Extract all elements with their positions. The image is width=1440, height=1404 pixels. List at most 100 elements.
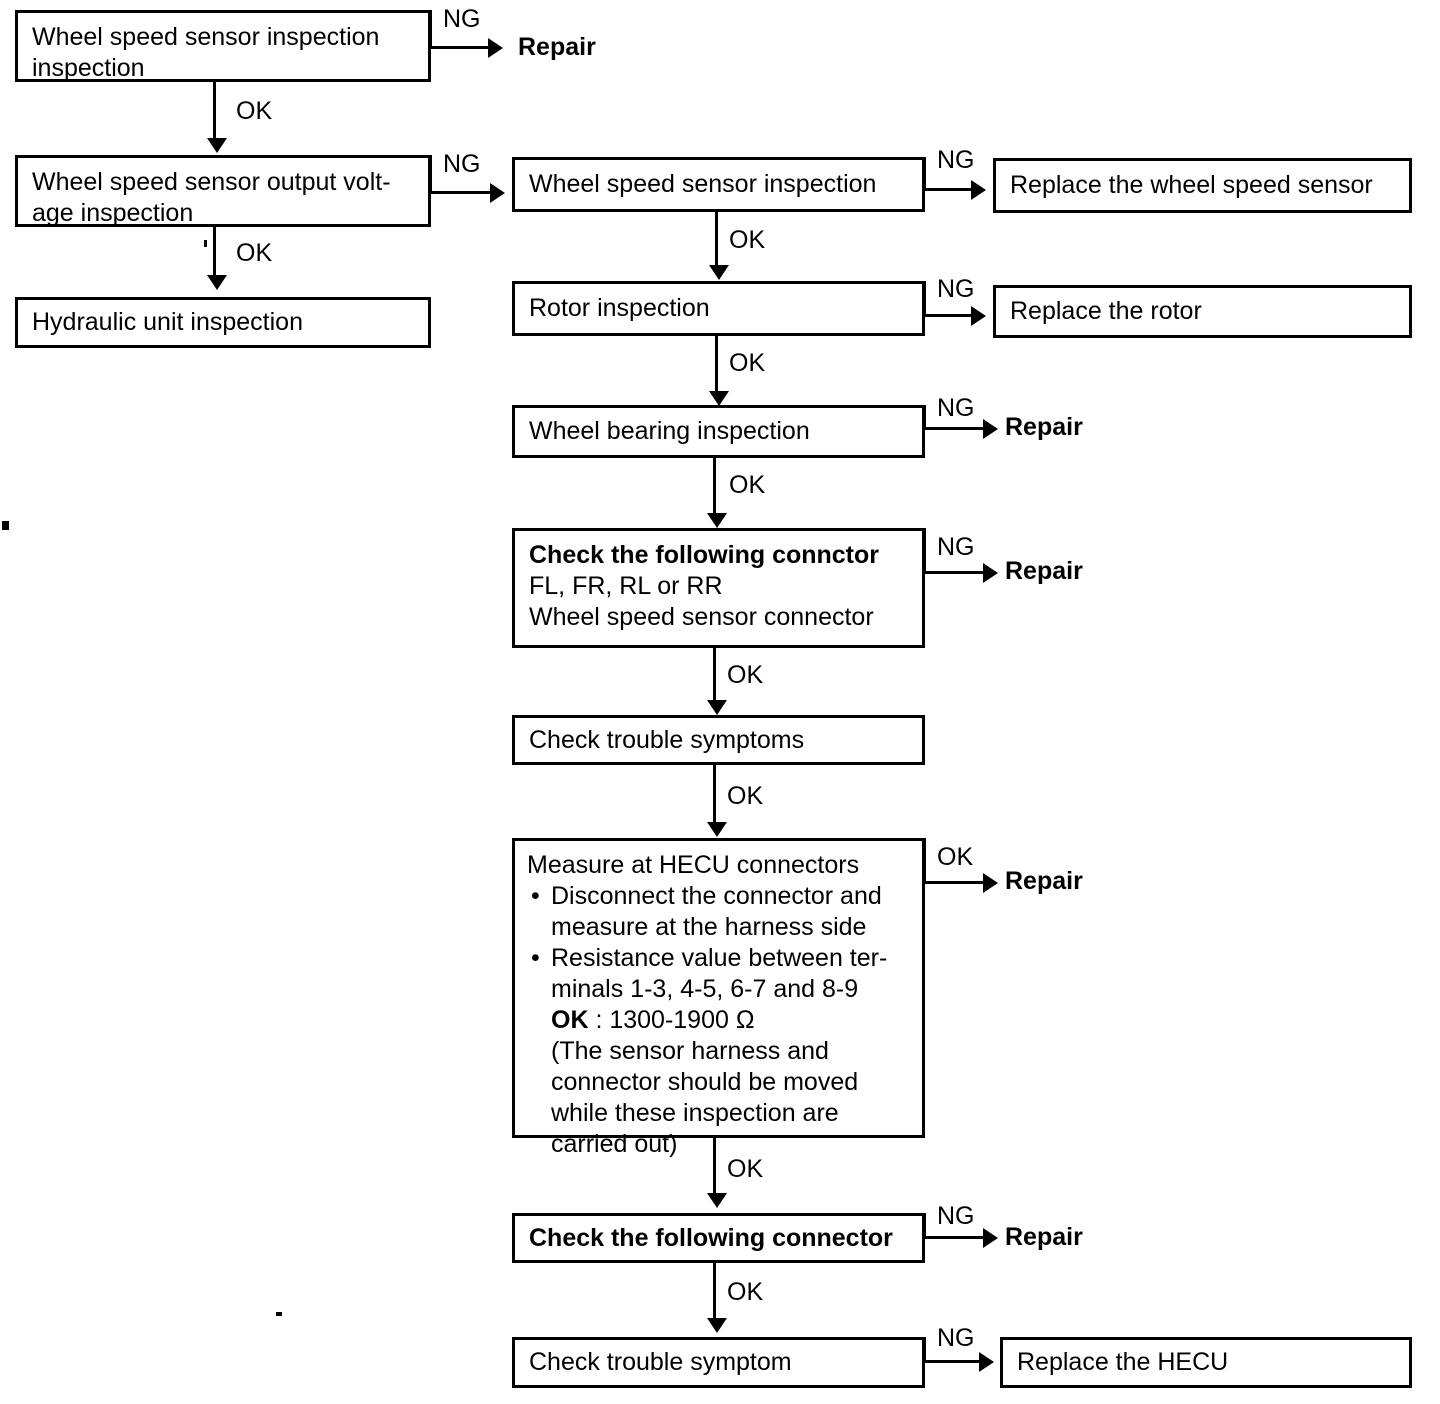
edge-label-ok: OK (727, 1278, 764, 1306)
edge-ng-connctor-stub (923, 528, 926, 573)
terminal-repair-3: Repair (1005, 557, 1083, 585)
edge-ok-connctor-arrowhead (707, 700, 727, 715)
node-replace-the-wheel-speed-sensor[interactable]: Replace the wheel speed sensor (993, 158, 1412, 213)
node-replace-the-rotor[interactable]: Replace the rotor (993, 285, 1412, 338)
edge-label-ok: OK (937, 843, 974, 871)
edge-ok-voltage-arrowhead (207, 275, 227, 290)
edge-ok-bearing-line (713, 458, 716, 516)
node-line: Rotor inspection (529, 294, 710, 322)
node-wheel-bearing-inspection[interactable]: Wheel bearing inspection (512, 405, 925, 458)
edge-ok-top-arrowhead (207, 138, 227, 153)
edge-ng-rotor-line (923, 314, 973, 317)
node-rotor-inspection[interactable]: Rotor inspection (512, 281, 925, 336)
node-measure-at-hecu-connectors[interactable]: Measure at HECU connectors Disconnect th… (512, 838, 925, 1158)
edge-label-ng: NG (937, 146, 975, 174)
scan-artifact-speck (204, 240, 207, 247)
edge-ng-rotor-stub (923, 281, 926, 317)
edge-ng-wss-arrowhead (971, 180, 986, 200)
edge-ok-bearing-arrowhead (707, 513, 727, 528)
node-line: while these inspection are (551, 1099, 839, 1127)
edge-label-ok: OK (729, 471, 766, 499)
node-check-trouble-symptom[interactable]: Check trouble symptom (512, 1337, 925, 1388)
edge-ok-top-line (213, 82, 216, 140)
edge-ok-wss-line (715, 212, 718, 267)
edge-ng-connctor-line (923, 571, 985, 574)
edge-ng-bearing-line (923, 427, 985, 430)
edge-ok-hecu-down-line (713, 1138, 716, 1196)
node-line-ok-spec: OK : 1300-1900 Ω (527, 1005, 922, 1036)
node-line: inspection (32, 54, 145, 82)
node-line-heading: Check the following connctor (529, 541, 880, 569)
edge-ng-wss-line (923, 188, 973, 191)
node-line: FL, FR, RL or RR (529, 572, 723, 600)
edge-label-ok: OK (236, 239, 273, 267)
ok-spec-value: : 1300-1900 Ω (588, 1006, 755, 1034)
terminal-repair-4: Repair (1005, 867, 1083, 895)
scan-artifact-speck (2, 521, 9, 530)
terminal-repair-5: Repair (1005, 1223, 1083, 1251)
edge-ok-wss-arrowhead (709, 265, 729, 280)
node-hydraulic-unit-inspection[interactable]: Hydraulic unit inspection (15, 297, 431, 348)
node-line: Check trouble symptom (529, 1348, 792, 1376)
edge-ng-top-arrowhead (488, 38, 503, 58)
node-check-the-following-connctor[interactable]: Check the following connctor FL, FR, RL … (512, 528, 925, 648)
edge-label-ng: NG (937, 533, 975, 561)
node-replace-the-hecu[interactable]: Replace the HECU (1000, 1337, 1412, 1388)
node-line: Wheel bearing inspection (529, 417, 810, 445)
node-line: Check trouble symptoms (529, 725, 805, 754)
edge-ng-connctor-arrowhead (983, 563, 998, 583)
node-line: Replace the rotor (1010, 297, 1202, 325)
edge-ok-connector2-line (713, 1263, 716, 1321)
edge-label-ng: NG (937, 1324, 975, 1352)
node-line: Wheel speed sensor output volt- (32, 168, 391, 196)
node-line: Wheel speed sensor inspection (529, 170, 877, 198)
edge-ng-symptom-arrowhead (979, 1352, 994, 1372)
edge-label-ok: OK (729, 349, 766, 377)
edge-ng-bearing-stub (923, 405, 926, 429)
edge-ok-symptoms-arrowhead (707, 822, 727, 837)
edge-label-ok: OK (236, 97, 273, 125)
edge-ok-hecu-line (923, 881, 985, 884)
node-line: age inspection (32, 199, 194, 227)
node-wheel-speed-sensor-output-voltage-inspection[interactable]: Wheel speed sensor output volt- age insp… (15, 155, 431, 227)
node-line: measure at the harness side (551, 913, 867, 941)
edge-ng-rotor-arrowhead (971, 306, 986, 326)
node-bullet: Resistance value between ter- (527, 943, 922, 974)
node-bullet: Disconnect the connector and (527, 881, 922, 912)
node-line-heading: Measure at HECU connectors (527, 851, 860, 879)
node-line: Resistance value between ter- (551, 944, 888, 972)
edge-label-ok: OK (727, 782, 764, 810)
edge-label-ok: OK (727, 1155, 764, 1183)
edge-ng-voltage-stub (429, 155, 432, 193)
node-check-trouble-symptoms[interactable]: Check trouble symptoms (512, 715, 925, 765)
ok-spec-label: OK (551, 1006, 589, 1034)
edge-ok-symptoms-line (713, 765, 716, 825)
node-line: (The sensor harness and (551, 1037, 829, 1065)
node-line: Replace the HECU (1017, 1348, 1229, 1376)
terminal-repair-2: Repair (1005, 413, 1083, 441)
edge-ok-rotor-arrowhead (709, 391, 729, 406)
edge-ok-connctor-line (713, 648, 716, 703)
edge-ng-top-line (429, 46, 490, 49)
edge-label-ok: OK (729, 226, 766, 254)
edge-ok-rotor-line (715, 336, 718, 394)
edge-ng-top-stub (429, 10, 432, 48)
edge-ng-bearing-arrowhead (983, 419, 998, 439)
node-line: carried out) (551, 1130, 678, 1158)
node-wheel-speed-sensor-inspection[interactable]: Wheel speed sensor inspection (512, 157, 925, 212)
edge-label-ng: NG (937, 275, 975, 303)
edge-label-ng: NG (443, 150, 481, 178)
node-check-the-following-connector[interactable]: Check the following connector (512, 1213, 925, 1263)
node-line: Disconnect the connector and (551, 882, 882, 910)
node-line: Wheel speed sensor inspection (32, 23, 380, 51)
edge-ng-symptom-line (923, 1360, 981, 1363)
node-line: Replace the wheel speed sensor (1010, 171, 1373, 199)
node-line: minals 1-3, 4-5, 6-7 and 8-9 (551, 975, 859, 1003)
node-wheel-speed-sensor-inspection-inspection[interactable]: Wheel speed sensor inspection inspection (15, 10, 431, 82)
edge-ng-wss-stub (923, 157, 926, 190)
edge-ok-hecu-down-arrowhead (707, 1193, 727, 1208)
edge-label-ok: OK (727, 661, 764, 689)
edge-ok-connector2-arrowhead (707, 1318, 727, 1333)
node-line: Wheel speed sensor connector (529, 603, 874, 631)
